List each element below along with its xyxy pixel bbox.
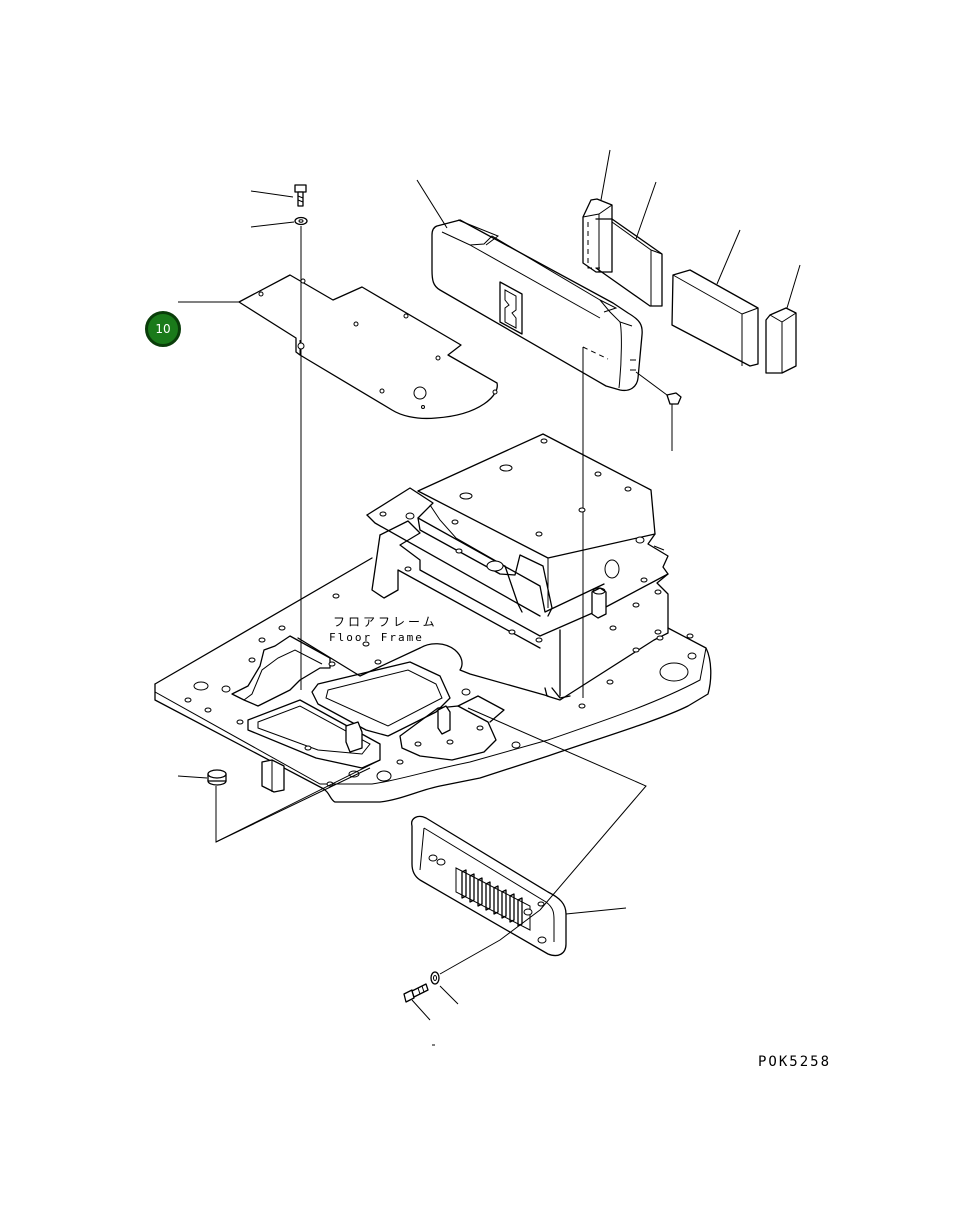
grille: [455, 867, 531, 931]
rubber-plug: [177, 769, 227, 786]
washer-top: [294, 216, 308, 226]
washer-bottom: [430, 971, 440, 985]
leader-line-seal-1: [600, 149, 611, 201]
clip-fastener: [635, 371, 682, 451]
leader-line-washer-bottom: [439, 985, 459, 1005]
console-box: [366, 433, 669, 701]
seal-block-4: [765, 307, 797, 374]
leader-line-plug-2: [215, 767, 371, 843]
front-cover: [411, 815, 567, 957]
drawing-number: POK5258: [758, 1054, 832, 1070]
leader-lines-bolt: [250, 190, 295, 228]
leader-line-seal-2: [635, 181, 657, 240]
assembly-axis-bottom: [439, 909, 541, 975]
floor-frame-label-jp: フロアフレーム: [333, 615, 438, 629]
seal-block-1: [582, 198, 613, 273]
leader-line-front-cover-2: [565, 907, 627, 915]
rear-cover: [431, 219, 643, 392]
leader-line-rear-cover: [416, 179, 448, 229]
bolt-top: [294, 184, 307, 207]
seal-block-2: [587, 218, 663, 307]
seal-block-3: [671, 269, 759, 367]
leader-line-front-cover: [467, 707, 647, 911]
bolt-bottom: [403, 983, 429, 1003]
leader-line-bolt-bottom: [411, 999, 431, 1021]
floor-frame: [154, 557, 712, 803]
part-callout-10[interactable]: 10: [145, 311, 181, 347]
floor-frame-label-en: Floor Frame: [329, 631, 424, 644]
leader-line-seal-4: [786, 264, 801, 309]
floor-cover-plate: [238, 274, 498, 420]
leader-line-seal-3: [716, 229, 741, 285]
dashed-guide: [582, 346, 609, 360]
